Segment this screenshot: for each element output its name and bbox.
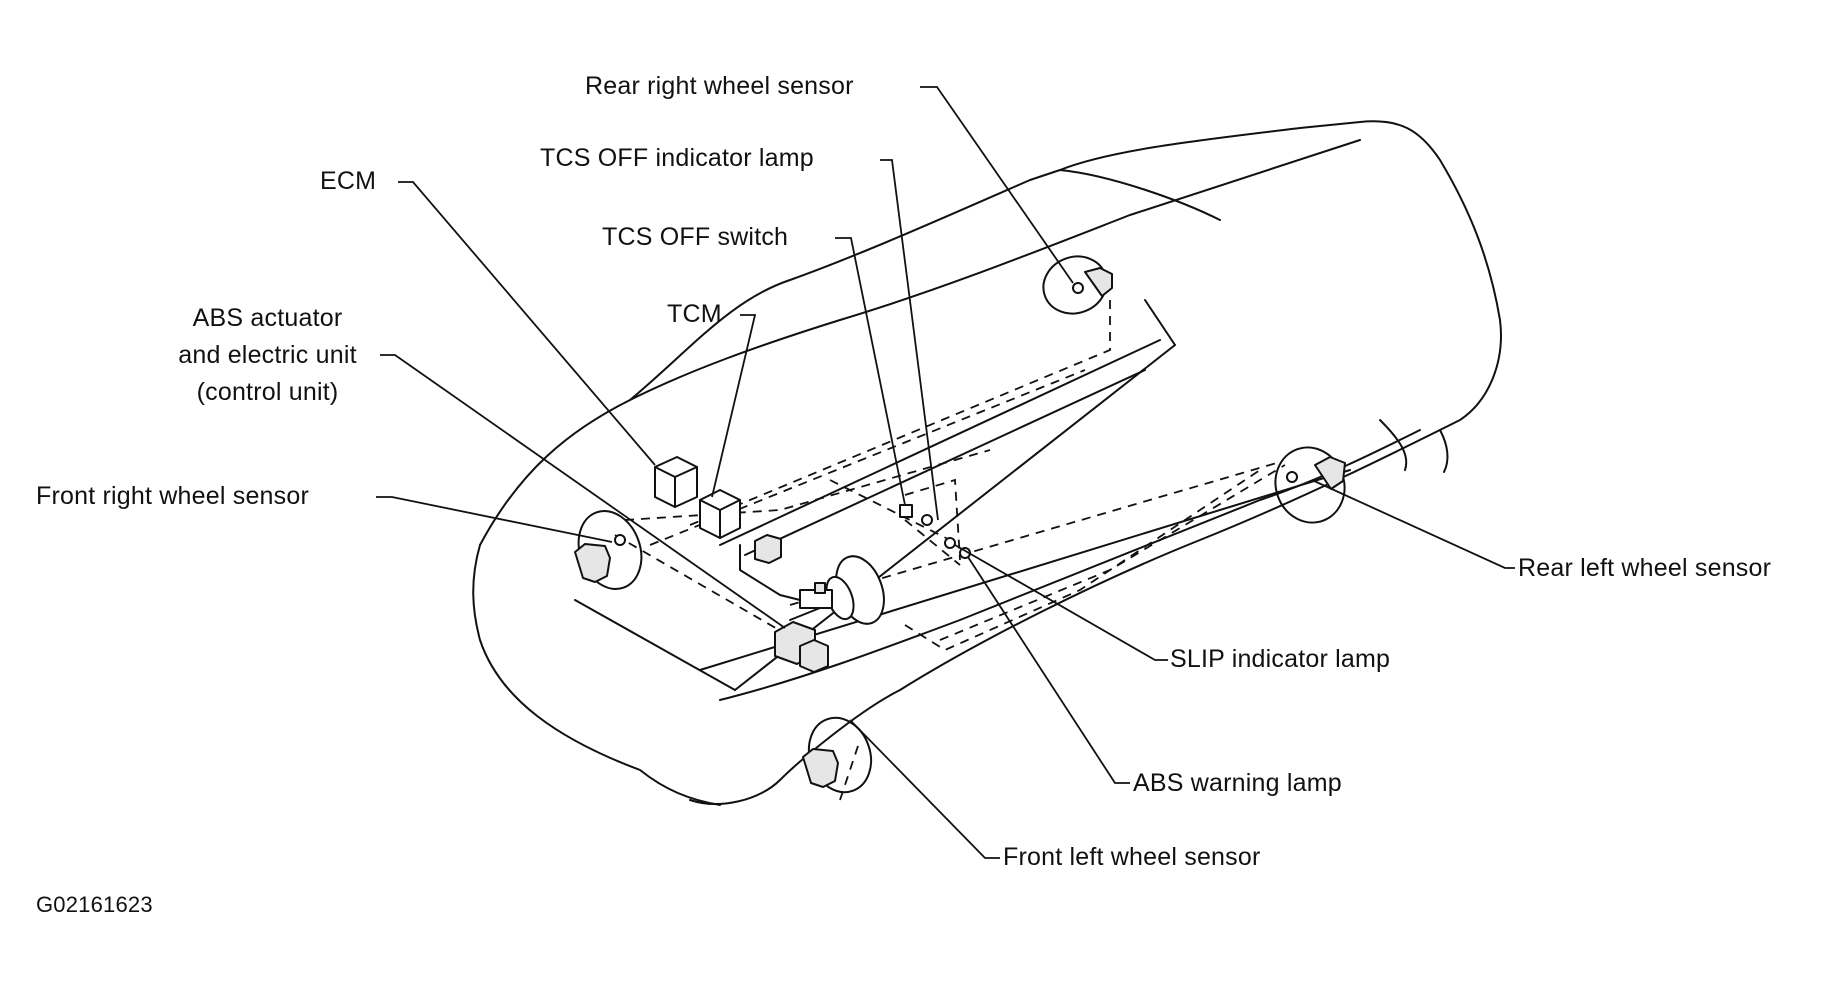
brake-booster-master-cylinder	[799, 555, 885, 625]
label-ecm: ECM	[320, 167, 377, 195]
dashed-sensor-wiring	[614, 300, 1286, 801]
tcs-off-switch-graphic	[899, 504, 913, 518]
abs-actuator-unit	[774, 621, 829, 673]
leader-lines	[376, 86, 1515, 859]
label-abs-actuator: ABS actuator and electric unit (control …	[155, 300, 380, 411]
label-abs-actuator-line2: and electric unit	[178, 341, 357, 369]
label-front-right-wheel-sensor: Front right wheel sensor	[36, 482, 309, 510]
label-tcm: TCM	[667, 300, 722, 328]
front-right-wheel-sensor-graphic	[574, 510, 643, 590]
label-abs-actuator-line1: ABS actuator	[192, 304, 343, 332]
label-tcs-off-switch: TCS OFF switch	[602, 223, 789, 251]
figure-id: G02161623	[36, 892, 153, 917]
label-front-left-wheel-sensor: Front left wheel sensor	[1003, 843, 1261, 871]
label-abs-warning-lamp: ABS warning lamp	[1133, 769, 1342, 797]
rear-left-wheel-sensor-graphic	[1274, 446, 1346, 524]
rear-right-wheel-sensor-graphic	[1042, 255, 1113, 315]
label-rear-right-wheel-sensor: Rear right wheel sensor	[585, 72, 854, 100]
label-tcs-off-indicator-lamp: TCS OFF indicator lamp	[540, 144, 814, 172]
tcm-unit	[699, 489, 741, 539]
ecm-unit	[654, 456, 698, 508]
label-abs-actuator-line3: (control unit)	[196, 378, 339, 406]
vehicle-body-outline	[472, 120, 1502, 806]
label-slip-indicator-lamp: SLIP indicator lamp	[1170, 645, 1391, 673]
front-left-wheel-sensor-graphic	[802, 716, 873, 794]
label-rear-left-wheel-sensor: Rear left wheel sensor	[1518, 554, 1772, 582]
connector-block-left	[754, 534, 782, 564]
